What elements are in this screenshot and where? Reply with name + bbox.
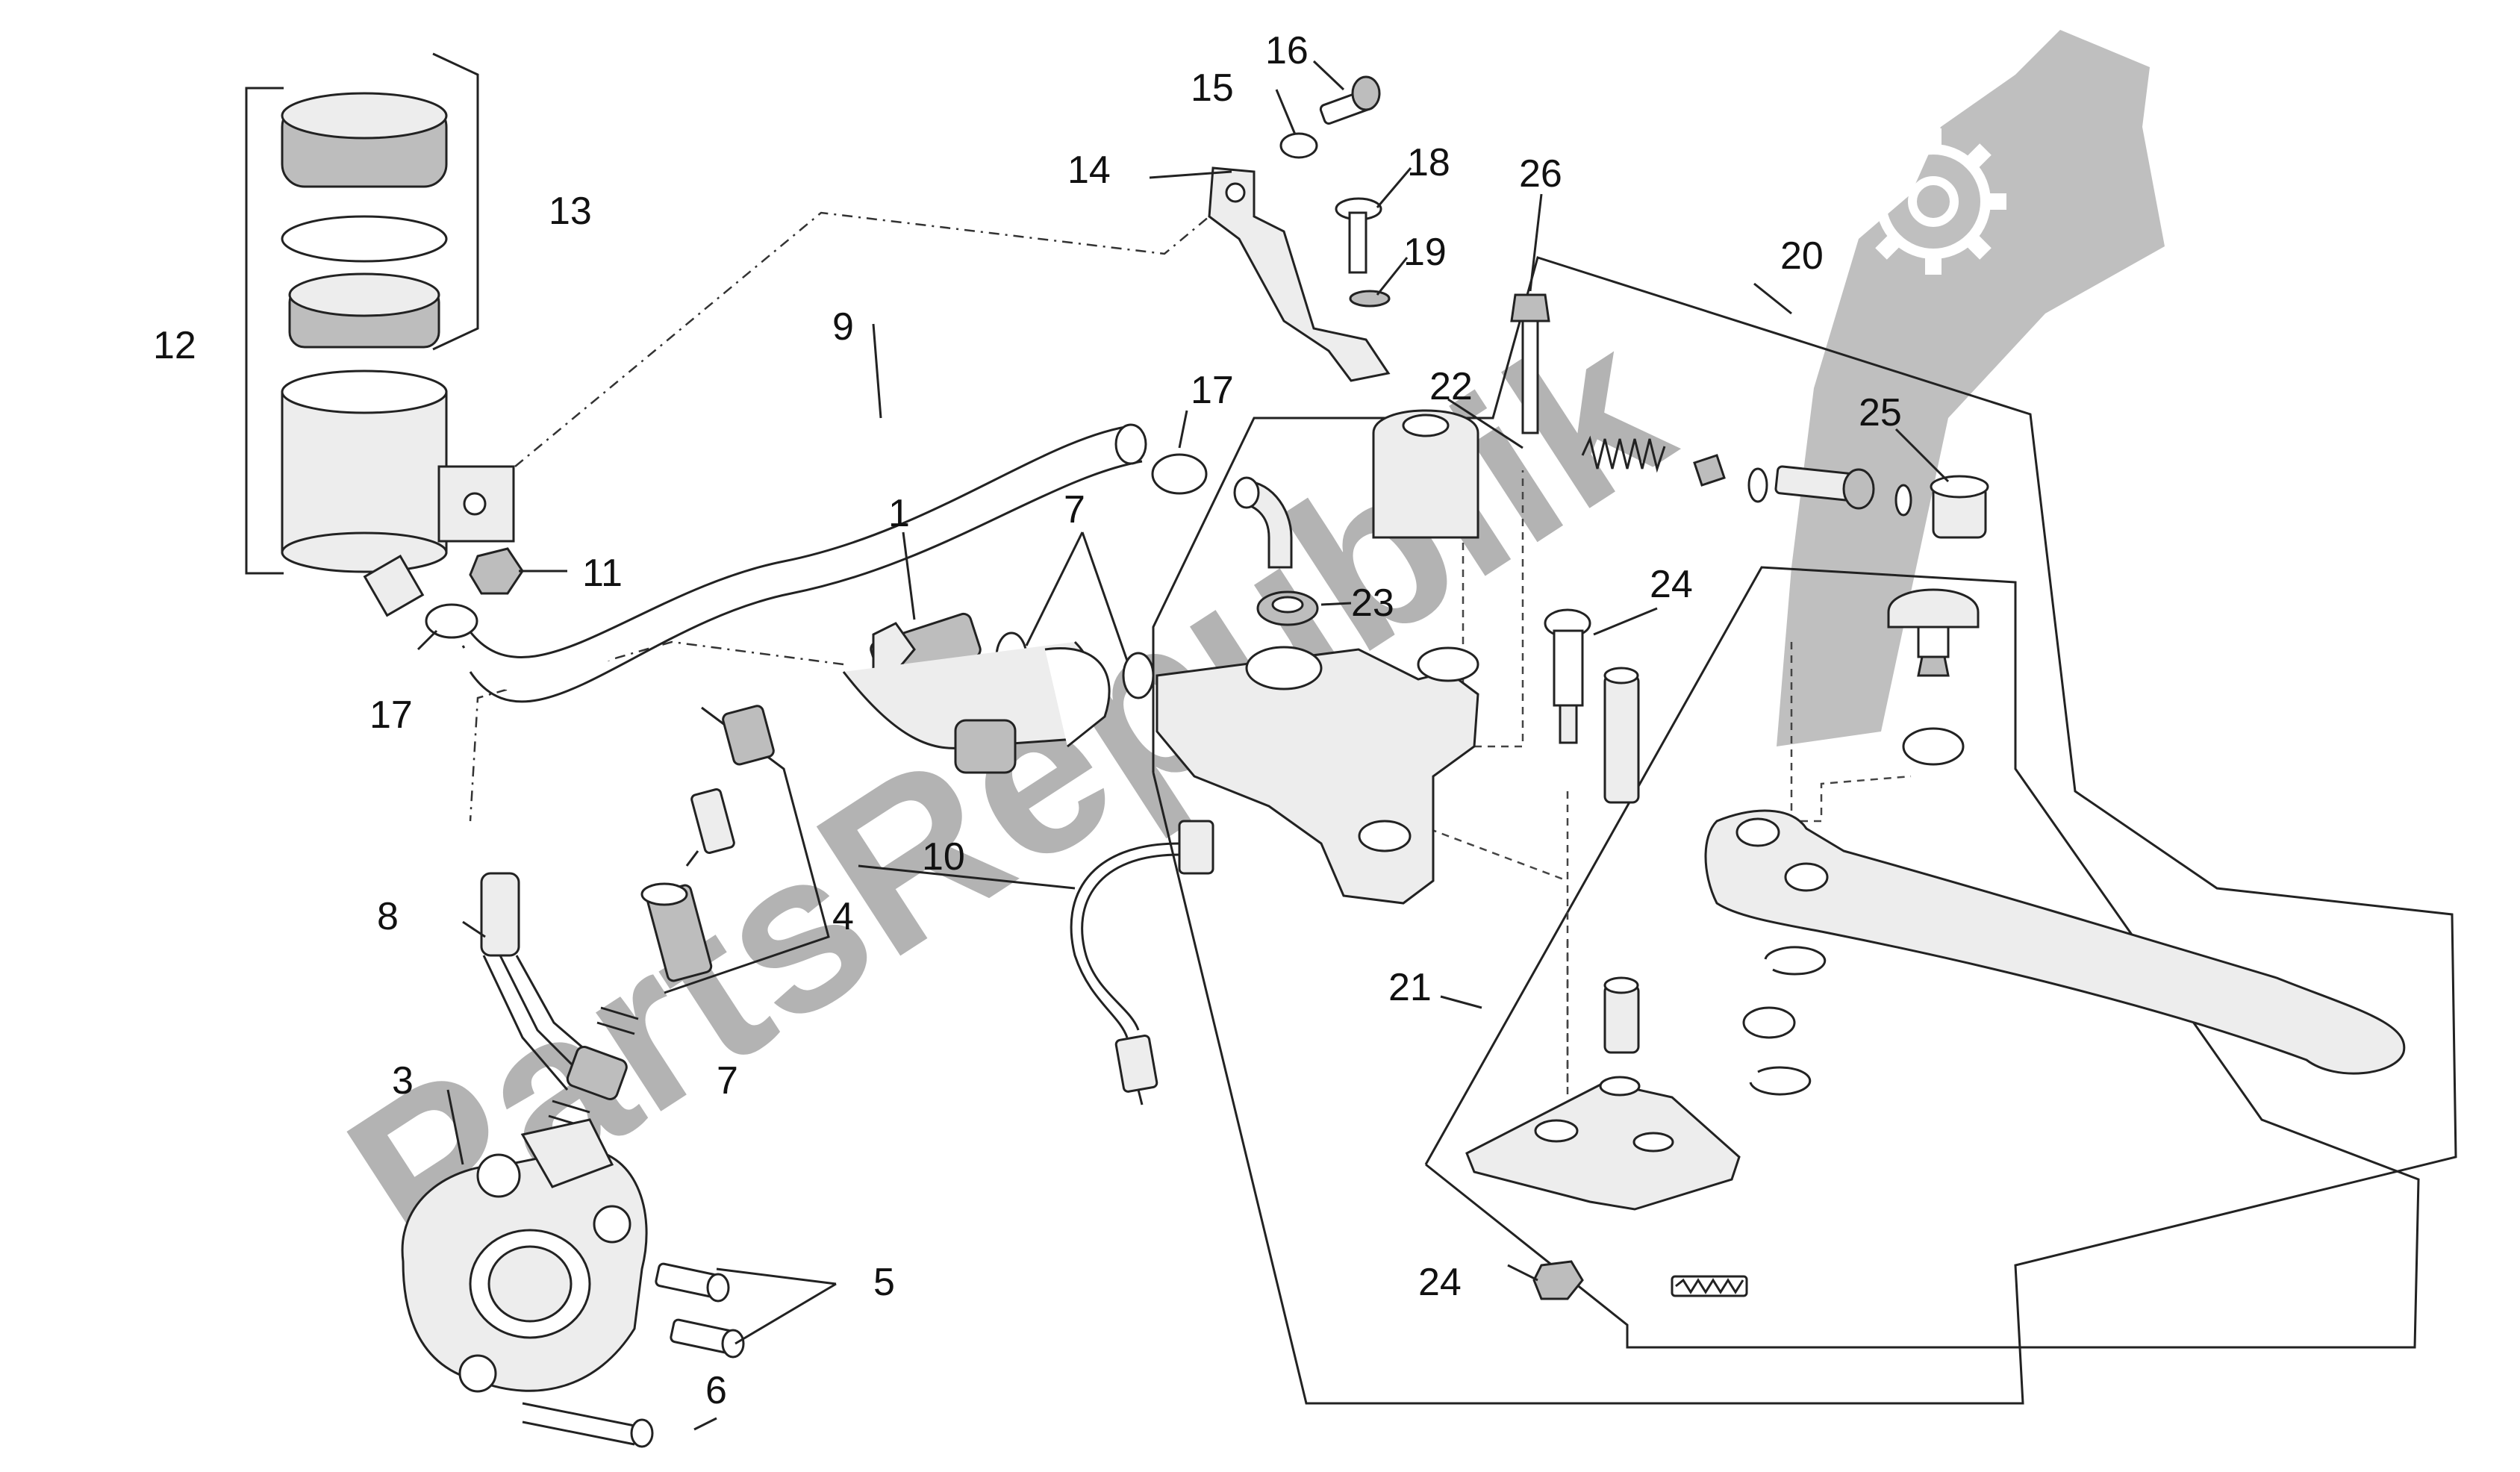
callout-20: 20 [1780,234,1824,278]
callout-4: 4 [832,895,854,938]
switch-10 [1070,820,1214,1105]
callout-14: 14 [1067,149,1111,192]
callout-19: 19 [1403,231,1447,274]
bracket-13 [432,52,479,351]
callout-1: 1 [888,492,910,535]
assembly-line [1462,470,1524,748]
watermark-logo-shape [1777,30,2165,746]
callout-10: 10 [922,835,965,879]
pin-lever [1603,667,1640,804]
bracket-12 [245,87,284,575]
pipe-8 [480,872,628,1100]
clutch-lever [1704,809,2406,1075]
nut-24 [1532,1260,1584,1300]
callout-17-upper: 17 [1191,369,1234,412]
screw-18 [1335,197,1382,274]
callout-16: 16 [1265,29,1309,72]
callout-24-lower: 24 [1418,1261,1462,1304]
adjuster-knob [1887,588,1980,677]
hose-fitting-8 [842,640,1111,774]
washer-19 [1349,290,1391,308]
spring-22 [1581,435,1666,473]
callout-21: 21 [1388,966,1432,1009]
pivot-bolt-24 [1544,608,1591,744]
assembly-line [1790,642,1912,823]
washer-15 [1279,132,1318,159]
callout-9: 9 [832,305,854,349]
elbow-fitting [1233,476,1293,569]
bolt-16 [1319,75,1381,125]
assembly-outline-20 [1152,256,2457,1405]
callout-24-upper: 24 [1650,563,1693,606]
reservoir-mount-hole [463,492,487,516]
orings-7-lower [548,1006,639,1129]
callout-26: 26 [1519,152,1562,196]
hose-9-end [1114,423,1147,465]
callout-5: 5 [873,1261,895,1304]
callout-11: 11 [582,552,623,595]
bushing-25 [1930,475,1989,539]
pushrod-parts [1693,454,1912,517]
hose-9-edge [463,424,1135,658]
callout-25: 25 [1859,391,1902,434]
screw-6 [522,1402,654,1448]
callout-3: 3 [392,1059,414,1103]
callout-6: 6 [705,1369,727,1412]
washer-7-b [1122,652,1155,699]
clamp-22 [1372,409,1479,539]
reservoir-group [281,92,515,617]
assembly-line [514,211,1210,467]
spring-small [1671,1275,1748,1297]
callout-17-lower: 17 [369,693,413,737]
circlips-lever [1742,946,1827,1096]
callout-13: 13 [549,190,592,233]
reservoir-cap-top [281,92,448,140]
callout-15: 15 [1191,66,1234,110]
clamp-17-lower [425,603,478,639]
hose-9-edge [469,460,1143,703]
callout-12: 12 [153,324,196,367]
nut-11 [469,547,524,595]
pivot-block [1465,976,1741,1211]
seal-23 [1256,590,1319,626]
clamp-17-upper [1151,453,1208,495]
assembly-outline-21 [1424,566,2420,1349]
leader-lines [417,60,1950,1431]
callout-7-upper: 7 [1064,488,1085,531]
reservoir-diaphragm-top [288,272,440,317]
slave-cylinder-3 [401,1118,648,1393]
hose-9-inner [455,431,1141,691]
reservoir-body [281,390,448,554]
master-cylinder-body [1155,646,1479,905]
screws-5 [655,1262,745,1359]
callout-8: 8 [377,895,399,938]
washer-lever [1902,727,1965,766]
callout-labels: 1 3 4 5 6 7 7 8 9 10 11 12 13 14 15 16 1… [153,29,1902,1412]
callout-18: 18 [1407,141,1450,184]
reservoir-outlet [363,554,425,617]
reservoir-body-top [281,369,448,414]
reservoir-seal-ring [281,215,448,263]
bracket-14 [1208,166,1391,382]
reservoir-body-bottom [281,531,448,573]
gear-icon [1860,128,2006,275]
callout-7-lower: 7 [717,1059,738,1103]
callout-22: 22 [1429,365,1473,408]
bolt-26 [1510,293,1550,434]
callout-23: 23 [1351,581,1394,625]
bleeder-group-4 [640,705,775,982]
